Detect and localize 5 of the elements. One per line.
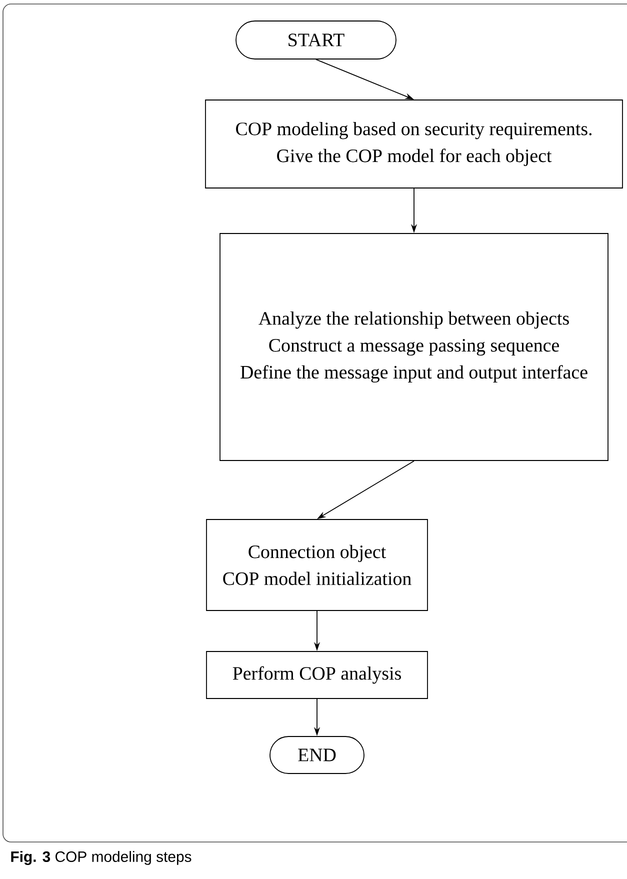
process-box: Perform COP analysis	[206, 651, 428, 699]
process-box: Connection object COP model initialization	[206, 519, 428, 611]
process-box: Analyze the relationship between objects Construct a message passing sequence Define the message input and output interface	[220, 233, 608, 461]
process-box: COP modeling based on security requirements. Give the COP model for each object	[205, 100, 623, 188]
figure-caption: Fig. 3 COP modeling steps	[11, 851, 192, 865]
